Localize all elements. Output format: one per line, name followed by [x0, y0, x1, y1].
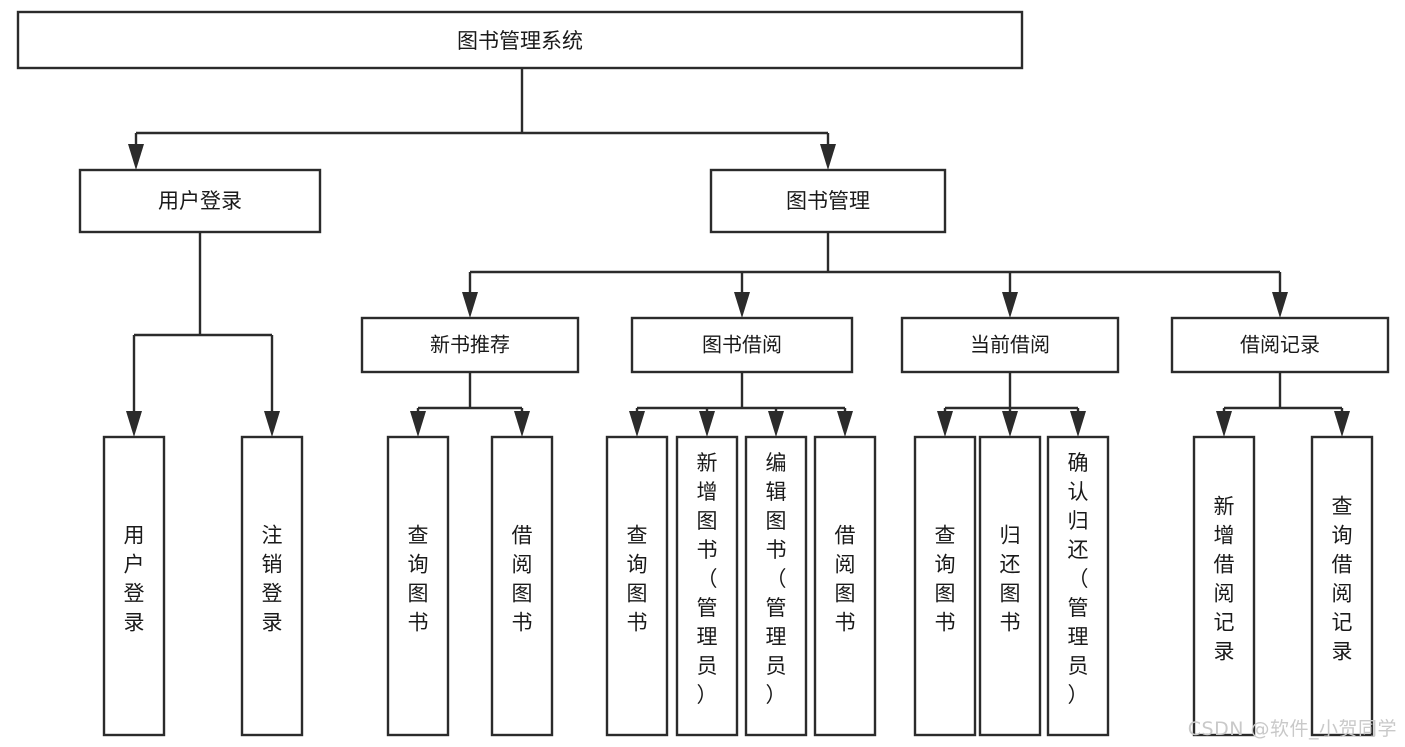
- connector-group-userlogin: [126, 232, 280, 437]
- leaf-book-borrow-2[interactable]: 新增图书（管理员）: [675, 435, 739, 737]
- node-borrow-record[interactable]: 借阅记录: [1170, 316, 1390, 374]
- node-label-user-login: 用户登录: [158, 189, 242, 213]
- arrow-head-icon: [264, 411, 280, 437]
- node-box-new-book-recommend[interactable]: [360, 316, 580, 374]
- leaf-box[interactable]: [386, 435, 450, 737]
- leaf-label: 注销登录: [262, 524, 283, 635]
- connector-group-borrowrecord: [1216, 372, 1350, 437]
- leaf-label: 编辑图书（管理员）: [766, 451, 787, 707]
- arrow-head-icon: [1070, 411, 1086, 437]
- leaf-box[interactable]: [1192, 435, 1256, 737]
- arrow-head-icon: [1334, 411, 1350, 437]
- arrow-head-icon: [699, 411, 715, 437]
- leaf-borrow-record-1[interactable]: 新增借阅记录: [1192, 435, 1256, 737]
- node-box-book-management[interactable]: [709, 168, 947, 234]
- leaf-user-login-1[interactable]: 用户登录: [102, 435, 166, 737]
- arrow-head-icon: [410, 411, 426, 437]
- connector-group-root: [128, 68, 836, 170]
- leaf-book-borrow-3[interactable]: 编辑图书（管理员）: [744, 435, 808, 737]
- leaf-new-book-1[interactable]: 查询图书: [386, 435, 450, 737]
- leaf-box[interactable]: [605, 435, 669, 737]
- leaf-current-borrow-1[interactable]: 查询图书: [913, 435, 977, 737]
- leaf-label: 查询图书: [408, 524, 429, 635]
- leaf-user-login-2[interactable]: 注销登录: [240, 435, 304, 737]
- leaf-label: 查询图书: [627, 524, 648, 635]
- arrow-head-icon: [1002, 411, 1018, 437]
- connector-group-newbook: [410, 372, 530, 437]
- leaf-label: 借阅图书: [835, 524, 856, 635]
- leaf-box[interactable]: [1310, 435, 1374, 737]
- node-box-book-borrow[interactable]: [630, 316, 854, 374]
- arrow-head-icon: [629, 411, 645, 437]
- node-label-book-borrow: 图书借阅: [702, 333, 782, 357]
- leaf-book-borrow-4[interactable]: 借阅图书: [813, 435, 877, 737]
- leaf-box[interactable]: [1046, 435, 1110, 737]
- arrow-head-icon: [937, 411, 953, 437]
- node-label-root: 图书管理系统: [457, 29, 583, 53]
- arrow-head-icon: [837, 411, 853, 437]
- leaf-box[interactable]: [102, 435, 166, 737]
- leaf-box[interactable]: [813, 435, 877, 737]
- node-label-current-borrow: 当前借阅: [970, 333, 1050, 357]
- leaf-box[interactable]: [490, 435, 554, 737]
- node-label-borrow-record: 借阅记录: [1240, 333, 1320, 357]
- arrow-head-icon: [514, 411, 530, 437]
- leaf-label: 用户登录: [124, 524, 145, 635]
- leaf-label: 归还图书: [1000, 524, 1021, 635]
- arrow-head-icon: [820, 144, 836, 170]
- leaf-label: 确认归还（管理员）: [1068, 451, 1089, 707]
- leaf-box[interactable]: [913, 435, 977, 737]
- node-book-borrow[interactable]: 图书借阅: [630, 316, 854, 374]
- leaf-current-borrow-2[interactable]: 归还图书: [978, 435, 1042, 737]
- node-new-book-recommend[interactable]: 新书推荐: [360, 316, 580, 374]
- node-box-root[interactable]: [16, 10, 1024, 70]
- arrow-head-icon: [768, 411, 784, 437]
- node-box-user-login[interactable]: [78, 168, 322, 234]
- leaf-box[interactable]: [240, 435, 304, 737]
- node-book-management[interactable]: 图书管理: [709, 168, 947, 234]
- leaf-book-borrow-1[interactable]: 查询图书: [605, 435, 669, 737]
- arrow-head-icon: [734, 292, 750, 318]
- leaf-label: 新增借阅记录: [1214, 495, 1235, 664]
- leaf-label: 查询图书: [935, 524, 956, 635]
- arrow-head-icon: [1216, 411, 1232, 437]
- arrow-head-icon: [128, 144, 144, 170]
- leaf-box[interactable]: [978, 435, 1042, 737]
- node-label-book-management: 图书管理: [786, 189, 870, 213]
- arrow-head-icon: [1002, 292, 1018, 318]
- arrow-head-icon: [1272, 292, 1288, 318]
- leaf-label: 新增图书（管理员）: [697, 451, 718, 707]
- leaf-label: 借阅图书: [512, 524, 533, 635]
- leaf-current-borrow-3[interactable]: 确认归还（管理员）: [1046, 435, 1110, 737]
- node-box-borrow-record[interactable]: [1170, 316, 1390, 374]
- arrow-head-icon: [462, 292, 478, 318]
- node-root-system[interactable]: 图书管理系统: [16, 10, 1024, 70]
- connector-group-bookmgmt: [462, 232, 1288, 318]
- leaf-label: 查询借阅记录: [1332, 495, 1353, 664]
- leaf-box[interactable]: [744, 435, 808, 737]
- arrow-head-icon: [126, 411, 142, 437]
- node-user-login[interactable]: 用户登录: [78, 168, 322, 234]
- leaf-new-book-2[interactable]: 借阅图书: [490, 435, 554, 737]
- leaf-box[interactable]: [675, 435, 739, 737]
- node-box-current-borrow[interactable]: [900, 316, 1120, 374]
- node-label-new-book-recommend: 新书推荐: [430, 333, 510, 357]
- leaf-borrow-record-2[interactable]: 查询借阅记录: [1310, 435, 1374, 737]
- connector-group-borrowbook: [629, 372, 853, 437]
- connector-group-currentborrow: [937, 372, 1086, 437]
- node-current-borrow[interactable]: 当前借阅: [900, 316, 1120, 374]
